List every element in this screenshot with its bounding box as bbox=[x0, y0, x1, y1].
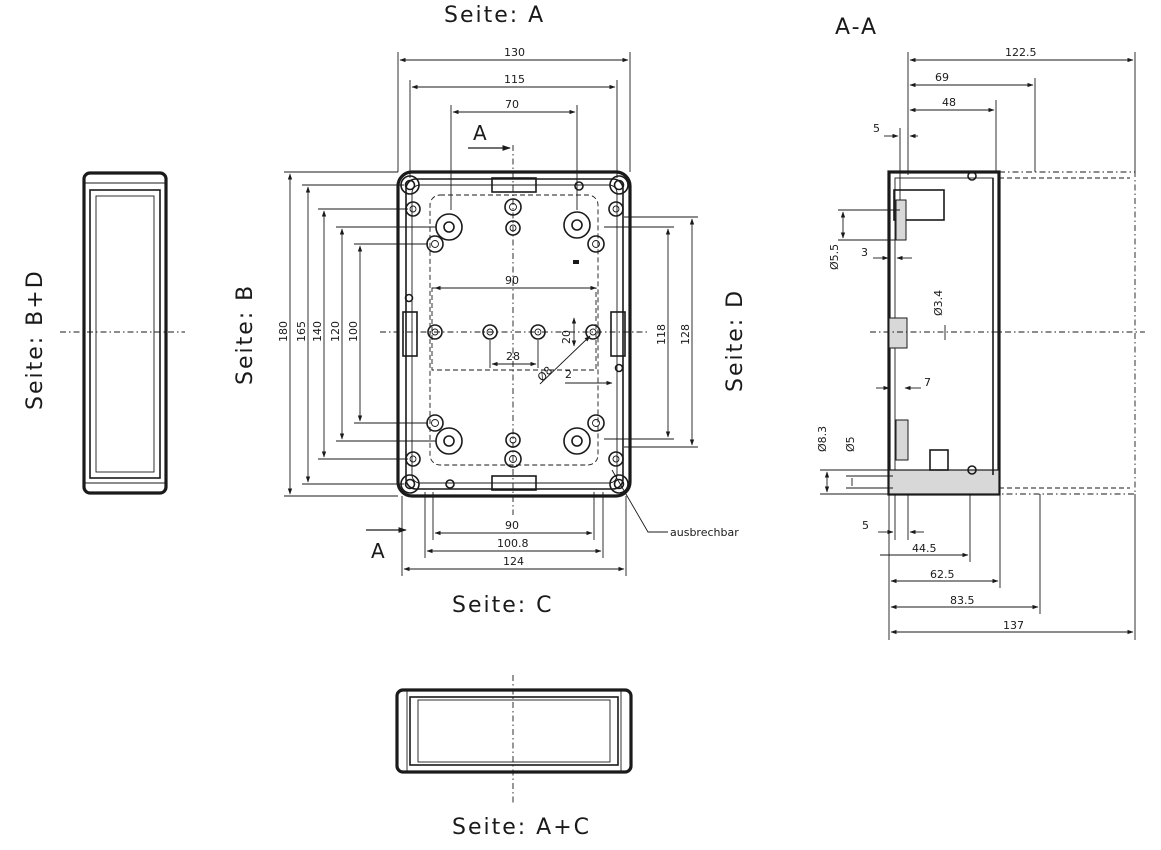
svg-text:5: 5 bbox=[873, 122, 880, 135]
view-label-a-c: Seite: A+C bbox=[452, 815, 591, 840]
dim-120: 120 bbox=[329, 226, 436, 442]
view-label-c: Seite: C bbox=[452, 593, 554, 618]
lid-hole-bl bbox=[405, 451, 421, 467]
svg-text:5: 5 bbox=[862, 519, 869, 532]
dim-dia-5: Ø5 bbox=[844, 436, 893, 489]
lid-hole-br bbox=[608, 451, 624, 467]
dim-69: 69 bbox=[909, 71, 1036, 172]
dim-70: 70 bbox=[450, 98, 578, 210]
svg-text:83.5: 83.5 bbox=[950, 594, 975, 607]
view-label-b-d: Seite: B+D bbox=[23, 269, 48, 410]
dim-118: 118 bbox=[604, 226, 674, 440]
lid-hole-tr bbox=[608, 201, 624, 217]
dim-inner-28: 28 bbox=[489, 340, 539, 368]
boss-lower-left bbox=[435, 427, 463, 455]
svg-text:3: 3 bbox=[861, 246, 868, 259]
dim-inner-90: 90 bbox=[434, 274, 597, 291]
boss-lower-right bbox=[563, 427, 591, 455]
svg-text:28: 28 bbox=[506, 350, 520, 363]
section-view-a-a: A-A 122.5 69 48 bbox=[816, 15, 1145, 640]
knockout-label: ausbrechbar bbox=[670, 526, 739, 539]
dim-dia-8-3: Ø8.3 bbox=[816, 426, 893, 495]
svg-text:7: 7 bbox=[924, 376, 931, 389]
svg-text:100: 100 bbox=[347, 321, 360, 342]
dim-section-3: 3 bbox=[861, 246, 912, 261]
bottom-view-a-c: Seite: A+C bbox=[395, 675, 633, 840]
dim-bottom-section-5: 5 bbox=[862, 494, 924, 540]
dim-122-5: 122.5 bbox=[907, 46, 1136, 175]
dim-inner-20: 20 bbox=[560, 317, 577, 347]
boss-upper-right bbox=[563, 211, 591, 239]
front-view: Seite: A bbox=[233, 3, 748, 618]
view-label-b: Seite: B bbox=[233, 284, 258, 385]
svg-text:20: 20 bbox=[560, 330, 573, 344]
dim-83-5: 83.5 bbox=[890, 494, 1041, 614]
dim-section-7: 7 bbox=[876, 376, 931, 391]
dim-180: 180 bbox=[277, 171, 398, 497]
svg-text:90: 90 bbox=[505, 519, 519, 532]
lid-hole-tl bbox=[405, 201, 421, 217]
svg-text:48: 48 bbox=[942, 96, 956, 109]
view-label-d: Seite: D bbox=[723, 289, 748, 392]
dim-128: 128 bbox=[624, 216, 698, 448]
side-view-b-d: Seite: B+D bbox=[23, 171, 185, 495]
dim-140: 140 bbox=[311, 208, 408, 460]
svg-text:122.5: 122.5 bbox=[1005, 46, 1037, 59]
svg-text:Ø5: Ø5 bbox=[844, 436, 857, 452]
dim-bottom-90: 90 bbox=[432, 492, 595, 540]
svg-text:62.5: 62.5 bbox=[930, 568, 955, 581]
svg-text:128: 128 bbox=[679, 324, 692, 345]
svg-text:44.5: 44.5 bbox=[912, 542, 937, 555]
svg-text:165: 165 bbox=[295, 321, 308, 342]
section-title: A-A bbox=[835, 15, 878, 40]
dim-165: 165 bbox=[295, 184, 404, 485]
svg-text:140: 140 bbox=[311, 321, 324, 342]
svg-text:70: 70 bbox=[505, 98, 519, 111]
svg-text:100.8: 100.8 bbox=[497, 537, 529, 550]
svg-text:90: 90 bbox=[505, 274, 519, 287]
svg-text:124: 124 bbox=[503, 555, 524, 568]
dim-section-5: 5 bbox=[873, 122, 918, 200]
svg-text:Ø3.4: Ø3.4 bbox=[932, 290, 945, 316]
corner-screw-br bbox=[609, 474, 629, 494]
svg-text:137: 137 bbox=[1003, 619, 1024, 632]
dim-48: 48 bbox=[909, 96, 997, 172]
dim-dia-3-4: Ø3.4 bbox=[932, 290, 946, 340]
dim-137: 137 bbox=[890, 494, 1136, 640]
svg-text:118: 118 bbox=[655, 324, 668, 345]
dim-inner-2: 2 bbox=[565, 368, 613, 386]
view-label-a: Seite: A bbox=[444, 3, 545, 28]
boss-upper-left bbox=[435, 213, 463, 241]
svg-text:120: 120 bbox=[329, 321, 342, 342]
dim-44-5: 44.5 bbox=[880, 494, 971, 562]
dim-115: 115 bbox=[409, 73, 618, 178]
dim-dia-5-5: Ø5.5 bbox=[828, 209, 900, 270]
svg-text:69: 69 bbox=[935, 71, 949, 84]
svg-text:115: 115 bbox=[504, 73, 525, 86]
section-mark-bottom: A bbox=[371, 539, 385, 563]
dim-130: 130 bbox=[397, 46, 631, 172]
dim-100: 100 bbox=[347, 243, 428, 424]
corner-screw-tr bbox=[609, 175, 629, 195]
dim-bottom-124: 124 bbox=[401, 496, 627, 576]
dim-bottom-100-8: 100.8 bbox=[424, 492, 604, 558]
svg-text:Ø5.5: Ø5.5 bbox=[828, 244, 841, 270]
svg-text:130: 130 bbox=[504, 46, 525, 59]
section-mark-top: A bbox=[473, 121, 487, 145]
svg-text:2: 2 bbox=[565, 368, 572, 381]
svg-text:180: 180 bbox=[277, 321, 290, 342]
svg-text:Ø8.3: Ø8.3 bbox=[816, 426, 829, 452]
dim-62-5: 62.5 bbox=[888, 494, 1001, 640]
